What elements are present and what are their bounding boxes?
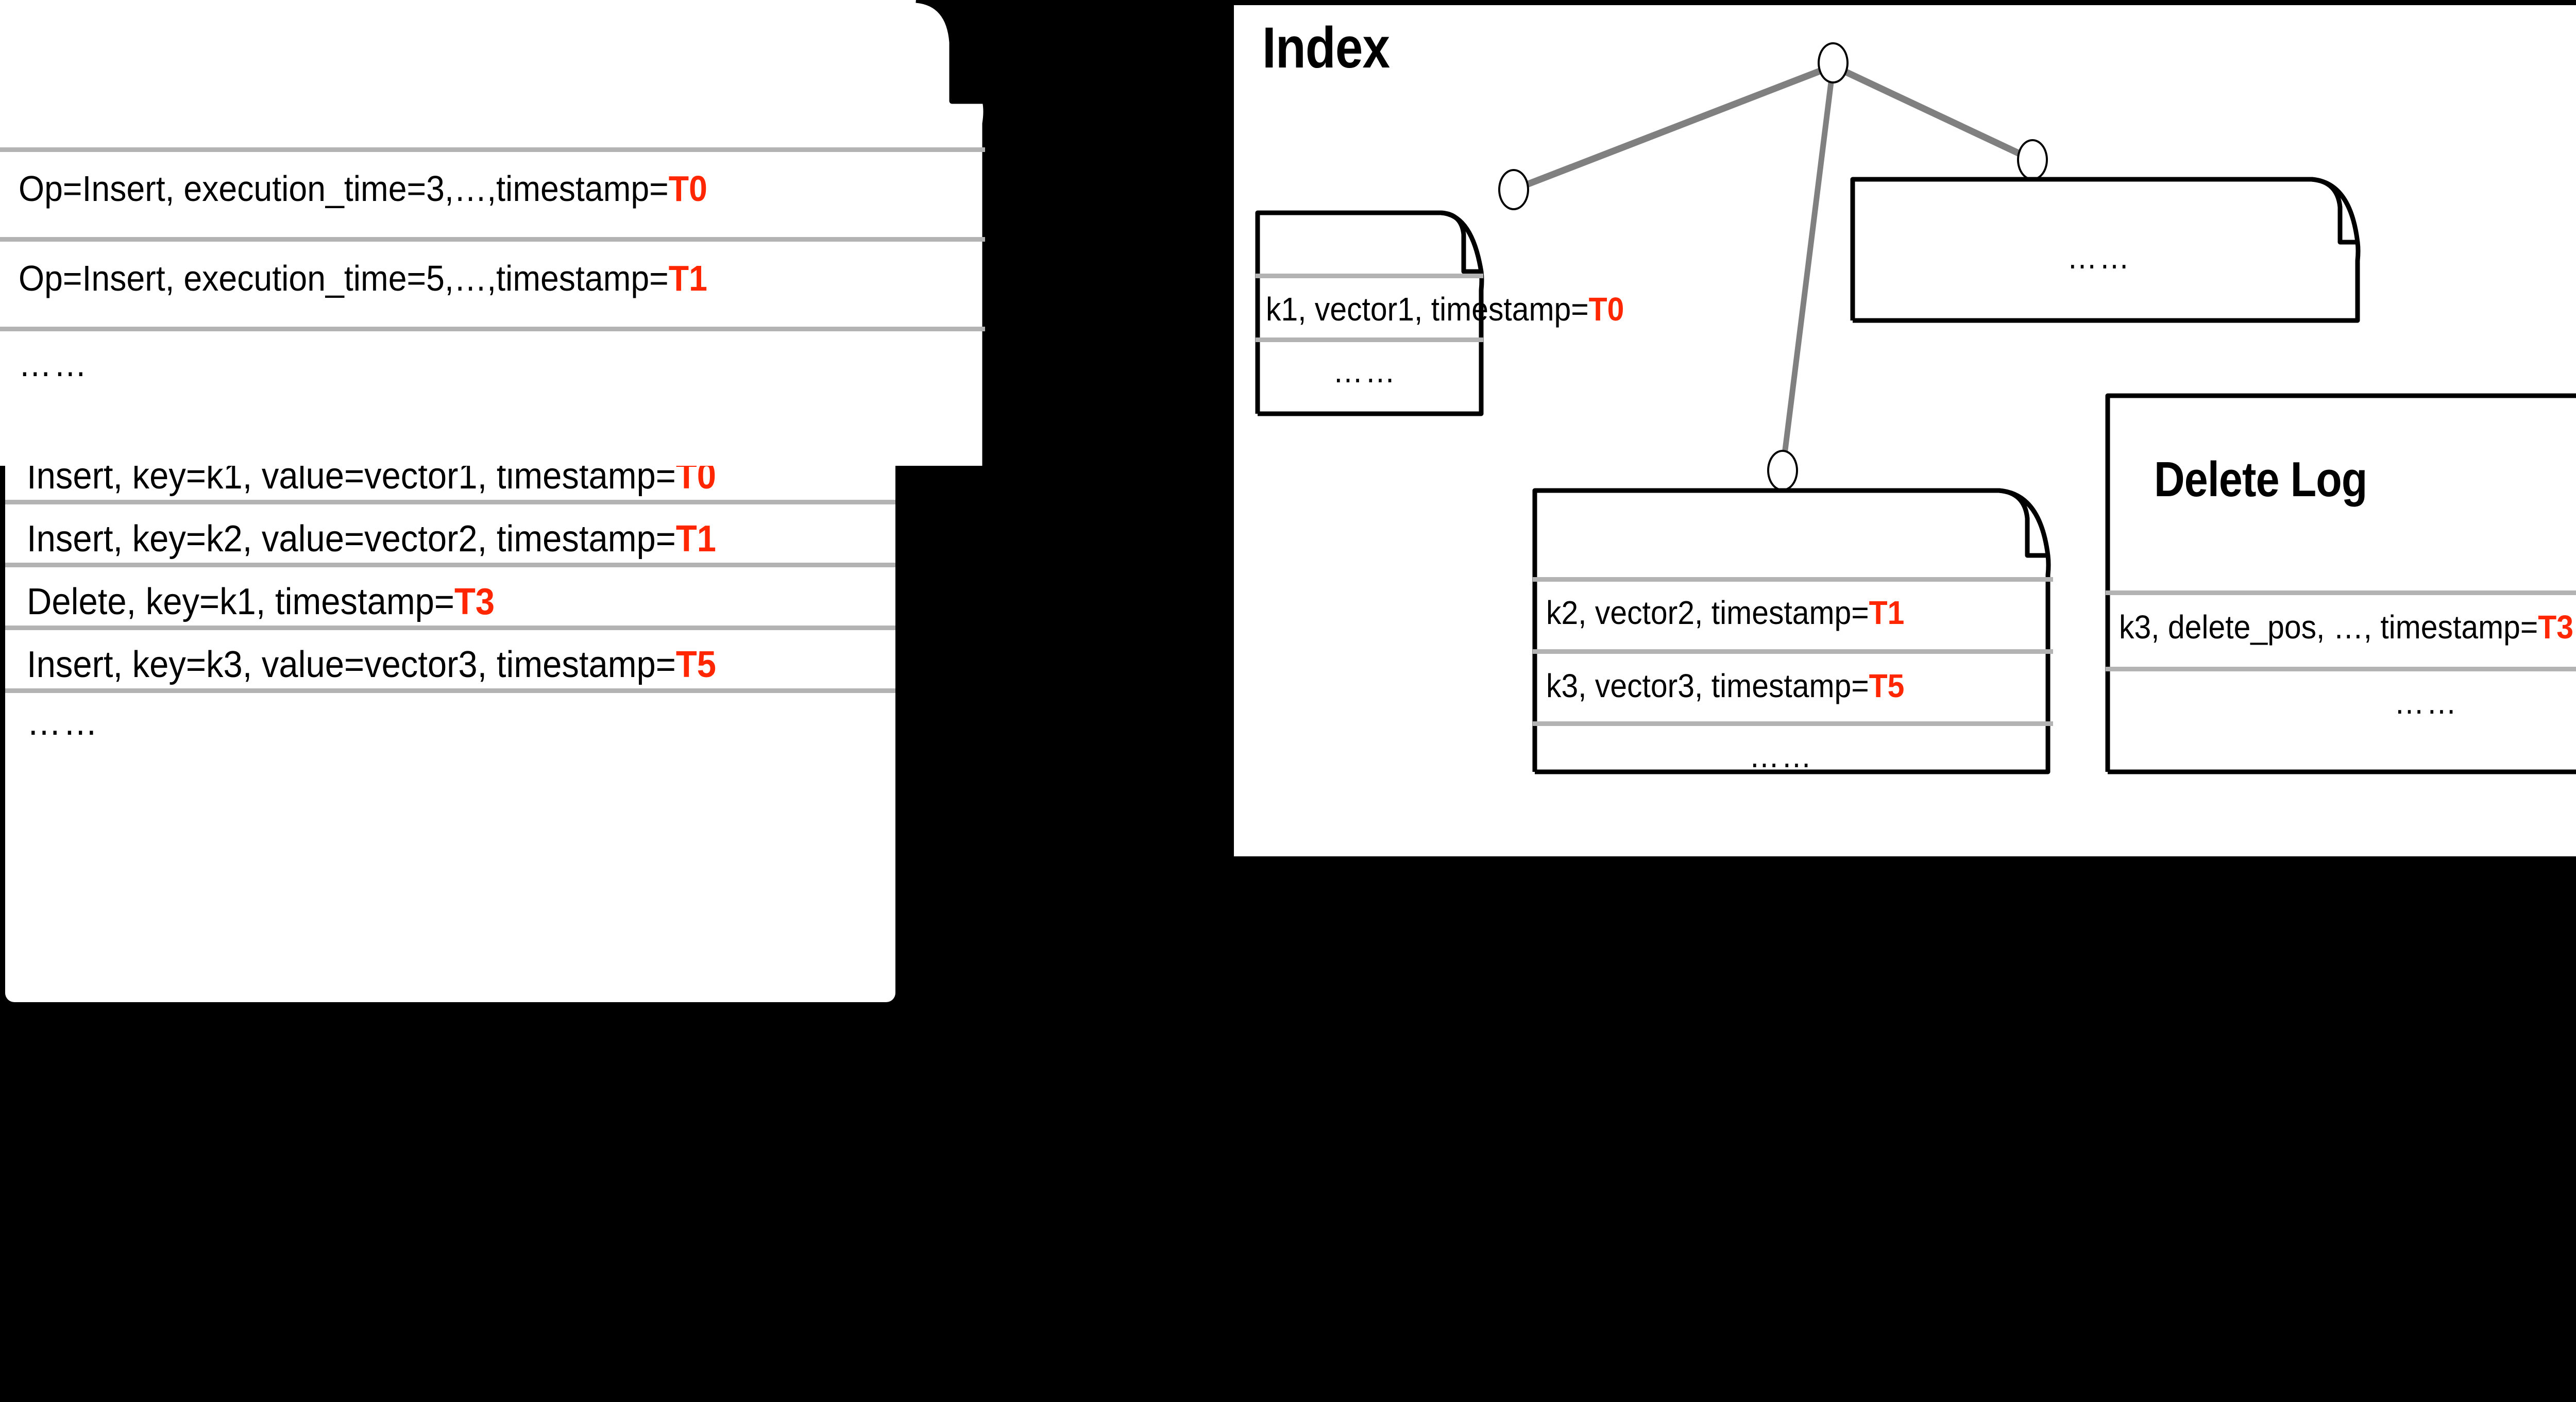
wal-row: Insert, key=k3, value=vector3, timestamp… bbox=[5, 626, 895, 688]
card-separator bbox=[0, 327, 985, 331]
tree-node-left[interactable] bbox=[1498, 169, 1529, 210]
k2-k3-card: k2, vector2, timestamp=T1 k3, vector3, t… bbox=[1532, 485, 2053, 775]
tree-node-root[interactable] bbox=[1818, 42, 1849, 83]
tree-node-middle[interactable] bbox=[1767, 450, 1798, 491]
delete-log-row-timestamp: T3 bbox=[2538, 609, 2573, 646]
tree-node-right[interactable] bbox=[2017, 139, 2048, 180]
k2-row-label: k2, vector2, timestamp= bbox=[1546, 594, 1869, 631]
delete-log-row-label: k3, delete_pos, …, timestamp= bbox=[2119, 609, 2538, 646]
tree-edge-root-to-middle bbox=[1780, 65, 1836, 471]
delete-log-card: k3, delete_pos, …, timestamp=T3 …… Delet… bbox=[2105, 391, 2576, 776]
tree-edge-root-to-right bbox=[1832, 63, 2034, 163]
bin-log-ellipsis: …… bbox=[19, 344, 89, 384]
wal-ellipsis: …… bbox=[27, 702, 100, 743]
wal-row-timestamp: T5 bbox=[675, 644, 716, 685]
index-tree-edges bbox=[1512, 62, 2034, 471]
wal-row-text: Delete, key=k1, timestamp=T3 bbox=[27, 581, 495, 623]
wal-row-text: Insert, key=k2, value=vector2, timestamp… bbox=[27, 518, 716, 560]
delete-log-card-shape bbox=[2105, 393, 2576, 774]
card-separator bbox=[1256, 274, 1483, 278]
wal-row: …… bbox=[5, 688, 895, 751]
index-panel: k1, vector1, timestamp=T0 …… …… bbox=[1234, 5, 2576, 856]
wal-row-text: Insert, key=k3, value=vector3, timestamp… bbox=[27, 644, 716, 686]
ellipsis-card-text: …… bbox=[2067, 239, 2132, 276]
wal-row: Insert, key=k2, value=vector2, timestamp… bbox=[5, 500, 895, 563]
wal-row-timestamp: T3 bbox=[454, 581, 495, 622]
wal-row-label: Insert, key=k3, value=vector3, timestamp… bbox=[27, 644, 676, 685]
index-panel-title: Index bbox=[1262, 15, 1390, 80]
bin-log-row-timestamp: T1 bbox=[668, 258, 707, 298]
k2-row-text: k2, vector2, timestamp=T1 bbox=[1546, 594, 1904, 632]
bin-log-row-timestamp: T0 bbox=[668, 168, 707, 209]
ellipsis-card: …… bbox=[1850, 175, 2361, 324]
k3-row-text: k3, vector3, timestamp=T5 bbox=[1546, 667, 1904, 705]
k3-row-timestamp: T5 bbox=[1869, 667, 1905, 704]
card-separator bbox=[0, 147, 985, 152]
wal-row-timestamp: T1 bbox=[675, 518, 716, 560]
wal-row-label: Insert, key=k2, value=vector2, timestamp… bbox=[27, 518, 676, 560]
tree-edge-root-to-left bbox=[1512, 62, 1835, 193]
delete-log-ellipsis: …… bbox=[2394, 684, 2459, 721]
bin-log-row-text: Op=Insert, execution_time=3,…,timestamp=… bbox=[19, 168, 707, 209]
bin-log-panel: Op=Insert, execution_time=3,…,timestamp=… bbox=[0, 0, 991, 466]
card-separator bbox=[2106, 590, 2576, 595]
k1-row-timestamp: T0 bbox=[1588, 291, 1624, 328]
k1-row-text: k1, vector1, timestamp=T0 bbox=[1266, 290, 1624, 328]
k2-k3-ellipsis: …… bbox=[1749, 737, 1814, 774]
card-separator bbox=[1533, 649, 2053, 654]
card-separator bbox=[2106, 667, 2576, 671]
bin-log-row-label: Op=Insert, execution_time=5,…,timestamp= bbox=[19, 258, 669, 298]
card-separator bbox=[1533, 577, 2053, 582]
bin-log-rows: Op=Insert, execution_time=3,…,timestamp=… bbox=[0, 0, 991, 466]
k1-card: k1, vector1, timestamp=T0 …… bbox=[1255, 208, 1624, 417]
k2-k3-card-rows: k2, vector2, timestamp=T1 k3, vector3, t… bbox=[1533, 485, 2053, 775]
k1-row-label: k1, vector1, timestamp= bbox=[1266, 291, 1589, 328]
ellipsis-card-rows: …… bbox=[1851, 175, 2361, 324]
bin-log-row-label: Op=Insert, execution_time=3,…,timestamp= bbox=[19, 168, 669, 209]
k1-ellipsis: …… bbox=[1333, 352, 1398, 390]
delete-log-rows: k3, delete_pos, …, timestamp=T3 …… bbox=[2106, 391, 2576, 776]
k1-card-rows: k1, vector1, timestamp=T0 …… bbox=[1256, 208, 1624, 417]
k2-k3-card-shape bbox=[1532, 488, 2051, 774]
bin-log-row-text: Op=Insert, execution_time=5,…,timestamp=… bbox=[19, 258, 707, 299]
wal-row-label: Delete, key=k1, timestamp= bbox=[27, 581, 454, 622]
delete-log-row-text: k3, delete_pos, …, timestamp=T3 bbox=[2119, 608, 2573, 646]
wal-row: Delete, key=k1, timestamp=T3 bbox=[5, 563, 895, 626]
k2-row-timestamp: T1 bbox=[1869, 594, 1905, 631]
wal-row-text: …… bbox=[27, 701, 99, 744]
card-separator bbox=[1256, 337, 1483, 342]
bin-log-shape bbox=[0, 0, 989, 466]
ellipsis-card-shape bbox=[1850, 177, 2361, 323]
delete-log-title: Delete Log bbox=[2154, 452, 2367, 507]
card-separator bbox=[0, 237, 985, 242]
k3-row-label: k3, vector3, timestamp= bbox=[1546, 667, 1869, 704]
card-separator bbox=[1533, 721, 2053, 726]
k1-card-shape bbox=[1255, 210, 1484, 416]
bin-log-title: Bin Log bbox=[1251, 955, 1433, 1020]
